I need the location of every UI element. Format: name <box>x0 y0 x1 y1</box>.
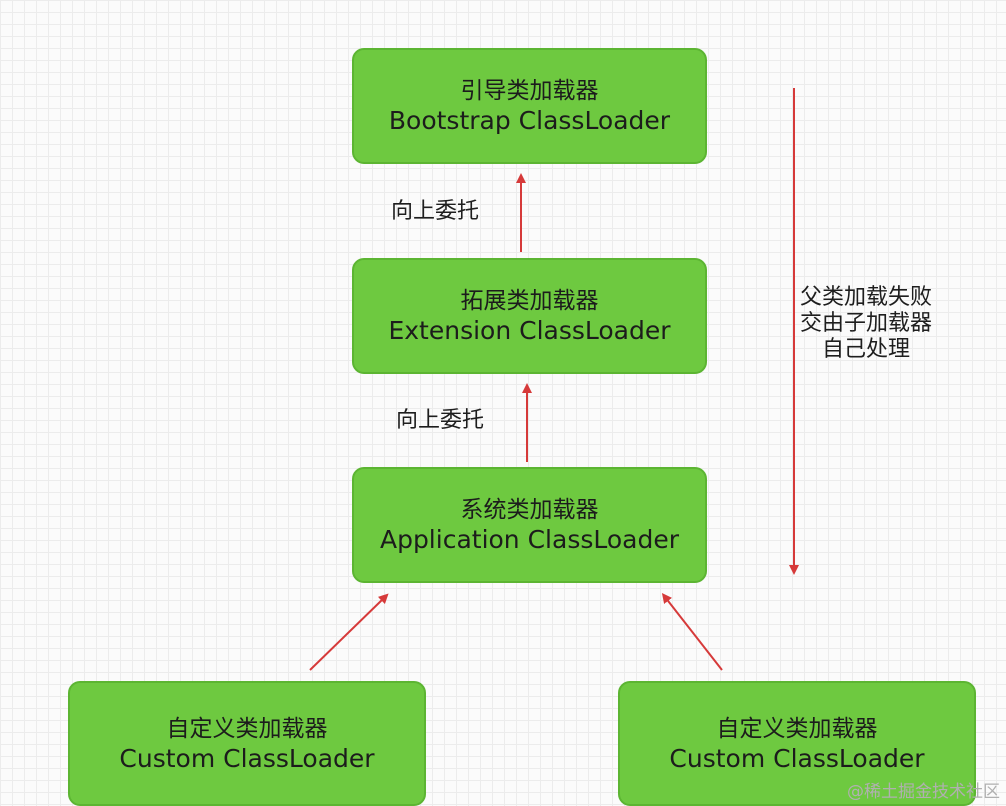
node-bootstrap-en: Bootstrap ClassLoader <box>388 106 671 135</box>
node-bootstrap-classloader: 引导类加载器 Bootstrap ClassLoader <box>352 48 707 164</box>
node-extension-classloader: 拓展类加载器 Extension ClassLoader <box>352 258 707 374</box>
node-custom-left-zh: 自定义类加载器 <box>166 715 328 742</box>
node-application-classloader: 系统类加载器 Application ClassLoader <box>352 467 707 583</box>
node-application-zh: 系统类加载器 <box>460 497 599 523</box>
arrow-custom-right-to-application <box>661 593 723 671</box>
fail-note-line-2: 交由子加载器 <box>800 311 933 336</box>
node-bootstrap-zh: 引导类加载器 <box>460 78 599 104</box>
fail-note-line-1: 父类加载失败 <box>800 285 933 310</box>
label-parent-fail-note: 父类加载失败 交由子加载器 自己处理 <box>800 285 932 363</box>
node-extension-en: Extension ClassLoader <box>388 316 671 345</box>
label-delegate-up-2: 向上委托 <box>396 408 485 433</box>
node-custom-classloader-right: 自定义类加载器 Custom ClassLoader <box>618 681 976 806</box>
node-custom-right-en: Custom ClassLoader <box>669 743 925 773</box>
fail-note-line-3: 自己处理 <box>822 337 911 362</box>
node-custom-classloader-left: 自定义类加载器 Custom ClassLoader <box>68 681 426 806</box>
node-custom-left-en: Custom ClassLoader <box>119 743 375 773</box>
node-custom-right-zh: 自定义类加载器 <box>716 715 878 742</box>
node-application-en: Application ClassLoader <box>379 525 680 554</box>
label-delegate-up-1: 向上委托 <box>391 199 480 224</box>
arrow-custom-left-to-application <box>309 593 389 671</box>
node-extension-zh: 拓展类加载器 <box>460 288 599 314</box>
watermark: @稀土掘金技术社区 <box>847 782 1000 802</box>
